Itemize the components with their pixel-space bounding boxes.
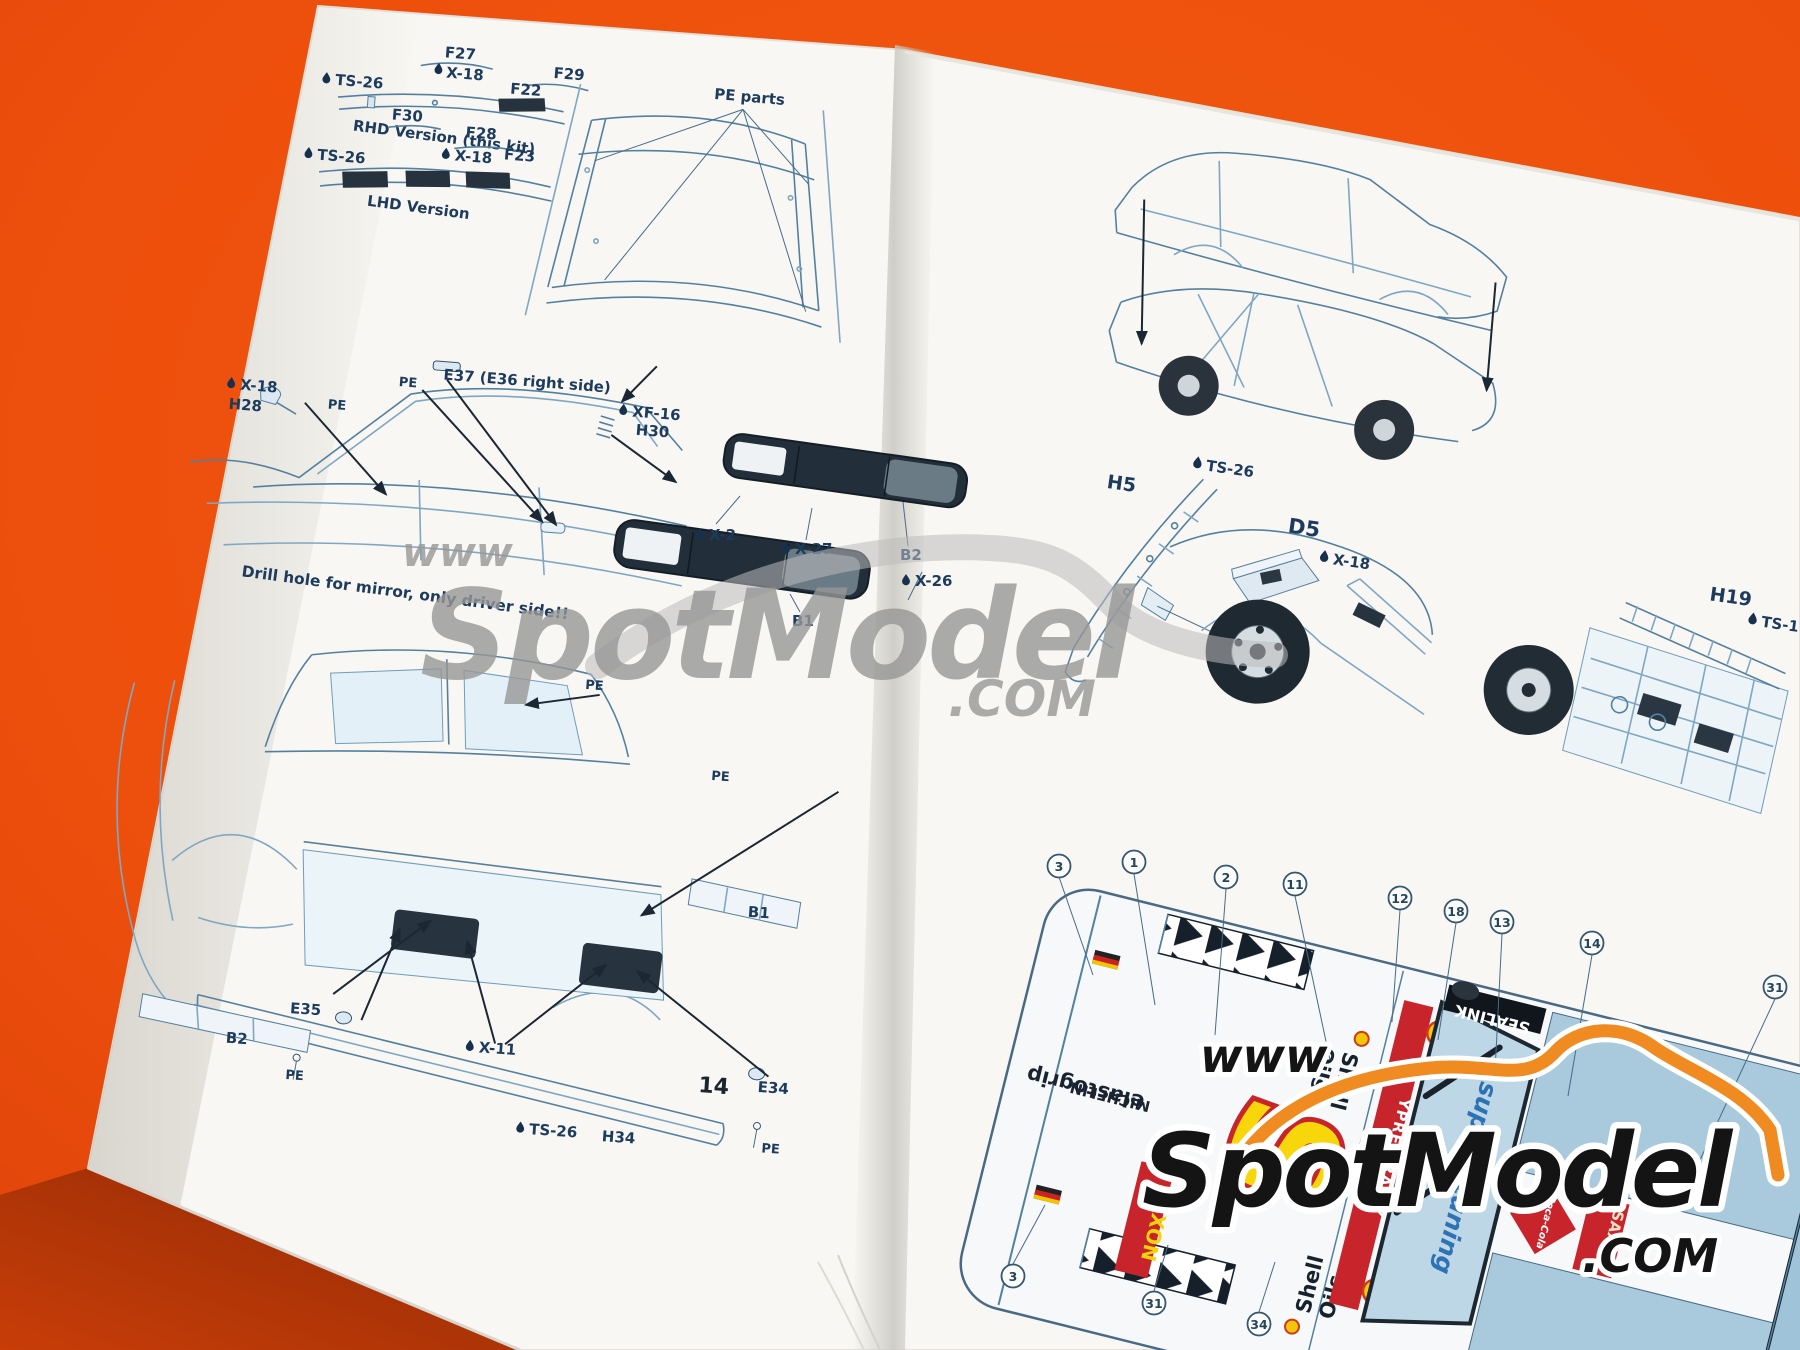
- label-pe: PE: [398, 375, 418, 391]
- svg-text:2: 2: [1222, 870, 1231, 885]
- svg-text:3: 3: [1009, 1269, 1018, 1284]
- watermark-www: www: [402, 530, 514, 576]
- part-label-f27: F27: [444, 43, 476, 63]
- part-label-h28: H28: [228, 395, 263, 416]
- roof-panel: [1452, 1252, 1775, 1350]
- callout: 1: [1121, 849, 1147, 875]
- paint-code-x11: X-11: [478, 1038, 517, 1059]
- watermark-brand: SpotModel: [420, 564, 1136, 708]
- door-mirror: [1451, 981, 1480, 1000]
- callout: 13: [1489, 909, 1515, 935]
- spotmodel-watermark: www SpotModel .COM: [402, 530, 1288, 728]
- svg-text:12: 12: [1391, 891, 1408, 906]
- svg-text:13: 13: [1493, 915, 1510, 930]
- label-pe: PE: [585, 678, 604, 694]
- label-pe: PE: [327, 398, 347, 414]
- part-label-f22: F22: [510, 80, 542, 100]
- svg-text:3: 3: [1055, 859, 1064, 874]
- part-label-e34: E34: [757, 1078, 789, 1098]
- svg-text:14: 14: [1583, 936, 1601, 951]
- spine-fold: [852, 45, 935, 1350]
- part-label-h34: H34: [601, 1127, 636, 1147]
- diagram-pe-strips-rhd-lhd: F27 F29 X-18 TS-26 F22 RHD Version (this…: [304, 43, 589, 223]
- diagram-roof-pe-parts: PE parts: [524, 83, 841, 343]
- diagram-decal-placement-car-top-view: elastogrip MICHELIN SAXON S Shell Oils S…: [959, 849, 1800, 1350]
- page-shadow-on-table: [0, 1168, 520, 1350]
- part-label-b1: B1: [747, 903, 770, 922]
- roof-panel: [1512, 1011, 1800, 1241]
- part-label-f29: F29: [553, 64, 585, 84]
- paint-code-xf16: XF-16: [632, 402, 682, 424]
- watermark-com: .COM: [948, 670, 1096, 728]
- callout: 3: [1046, 853, 1072, 879]
- part-label-h30: H30: [635, 421, 670, 442]
- watermark-car-swoosh: [585, 534, 1288, 679]
- label-pe: PE: [711, 769, 730, 785]
- svg-text:1: 1: [1130, 855, 1139, 870]
- logo-com: .COM: [1582, 1229, 1718, 1283]
- callout: 31: [1141, 1290, 1167, 1316]
- page-number: 14: [698, 1073, 730, 1100]
- callout: 31: [1762, 974, 1788, 1000]
- windshield: [1360, 999, 1541, 1326]
- part-label-f23: F23: [503, 145, 535, 165]
- decal-callout-numbers: 3 1 2 11 12 18 13 14 31 3 31 34: [1000, 849, 1788, 1337]
- paint-code-x26: X-26: [915, 572, 952, 590]
- label-pe: PE: [285, 1068, 304, 1084]
- spotmodel-logo: www SpotModel .COM: [1136, 1019, 1790, 1288]
- part-label-e35: E35: [289, 999, 321, 1019]
- paint-code-ts26: TS-26: [529, 1120, 578, 1141]
- paint-code-x18: X-18: [446, 64, 485, 85]
- paint-code-ts26: TS-26: [335, 71, 384, 93]
- diagram-rear-body: PE PE B2 E35 X-11 E34 PE PE TS-26 H34 B1: [116, 649, 840, 1158]
- paint-code-ts26: TS-26: [317, 146, 366, 168]
- callout: 34: [1246, 1311, 1272, 1337]
- paint-code-x18: X-18: [239, 376, 278, 397]
- part-label-b1: B1: [792, 612, 814, 630]
- logo-car-swoosh: [1218, 1024, 1785, 1192]
- svg-text:34: 34: [1250, 1317, 1268, 1332]
- paint-code-x18: X-18: [1332, 550, 1372, 573]
- label-pe: PE: [761, 1141, 780, 1157]
- callout: 3: [1000, 1263, 1026, 1289]
- part-label-h5: H5: [1106, 471, 1138, 497]
- decal-coca-cola: Coca-Cola: [1510, 1188, 1576, 1255]
- callout: 2: [1213, 864, 1239, 890]
- part-label-f28: F28: [465, 123, 497, 143]
- paint-code-x18: X-18: [454, 146, 493, 167]
- callout: 12: [1387, 885, 1413, 911]
- diagram-d5-part: D5 X-18: [1231, 514, 1372, 604]
- svg-text:11: 11: [1286, 877, 1303, 892]
- logo-brand: SpotModel: [1142, 1112, 1734, 1231]
- part-label-f30: F30: [391, 105, 423, 125]
- part-label-d5: D5: [1287, 514, 1322, 542]
- decal-saxon-banner: [1572, 1194, 1630, 1279]
- callout: 11: [1282, 871, 1308, 897]
- svg-text:31: 31: [1145, 1296, 1162, 1311]
- svg-text:18: 18: [1447, 904, 1464, 919]
- paint-code-x2: X-2: [709, 526, 736, 544]
- part-label-b2: B2: [225, 1029, 248, 1048]
- diagram-body-and-chassis: [1108, 151, 1508, 460]
- callout: 14: [1579, 930, 1605, 956]
- decal-saxon-banner: [1114, 1161, 1175, 1279]
- svg-text:31: 31: [1766, 980, 1783, 995]
- callout: 18: [1443, 898, 1469, 924]
- diagram-engine-bay: H19 TS-17: [1483, 583, 1800, 815]
- logo-www: www: [1200, 1029, 1328, 1083]
